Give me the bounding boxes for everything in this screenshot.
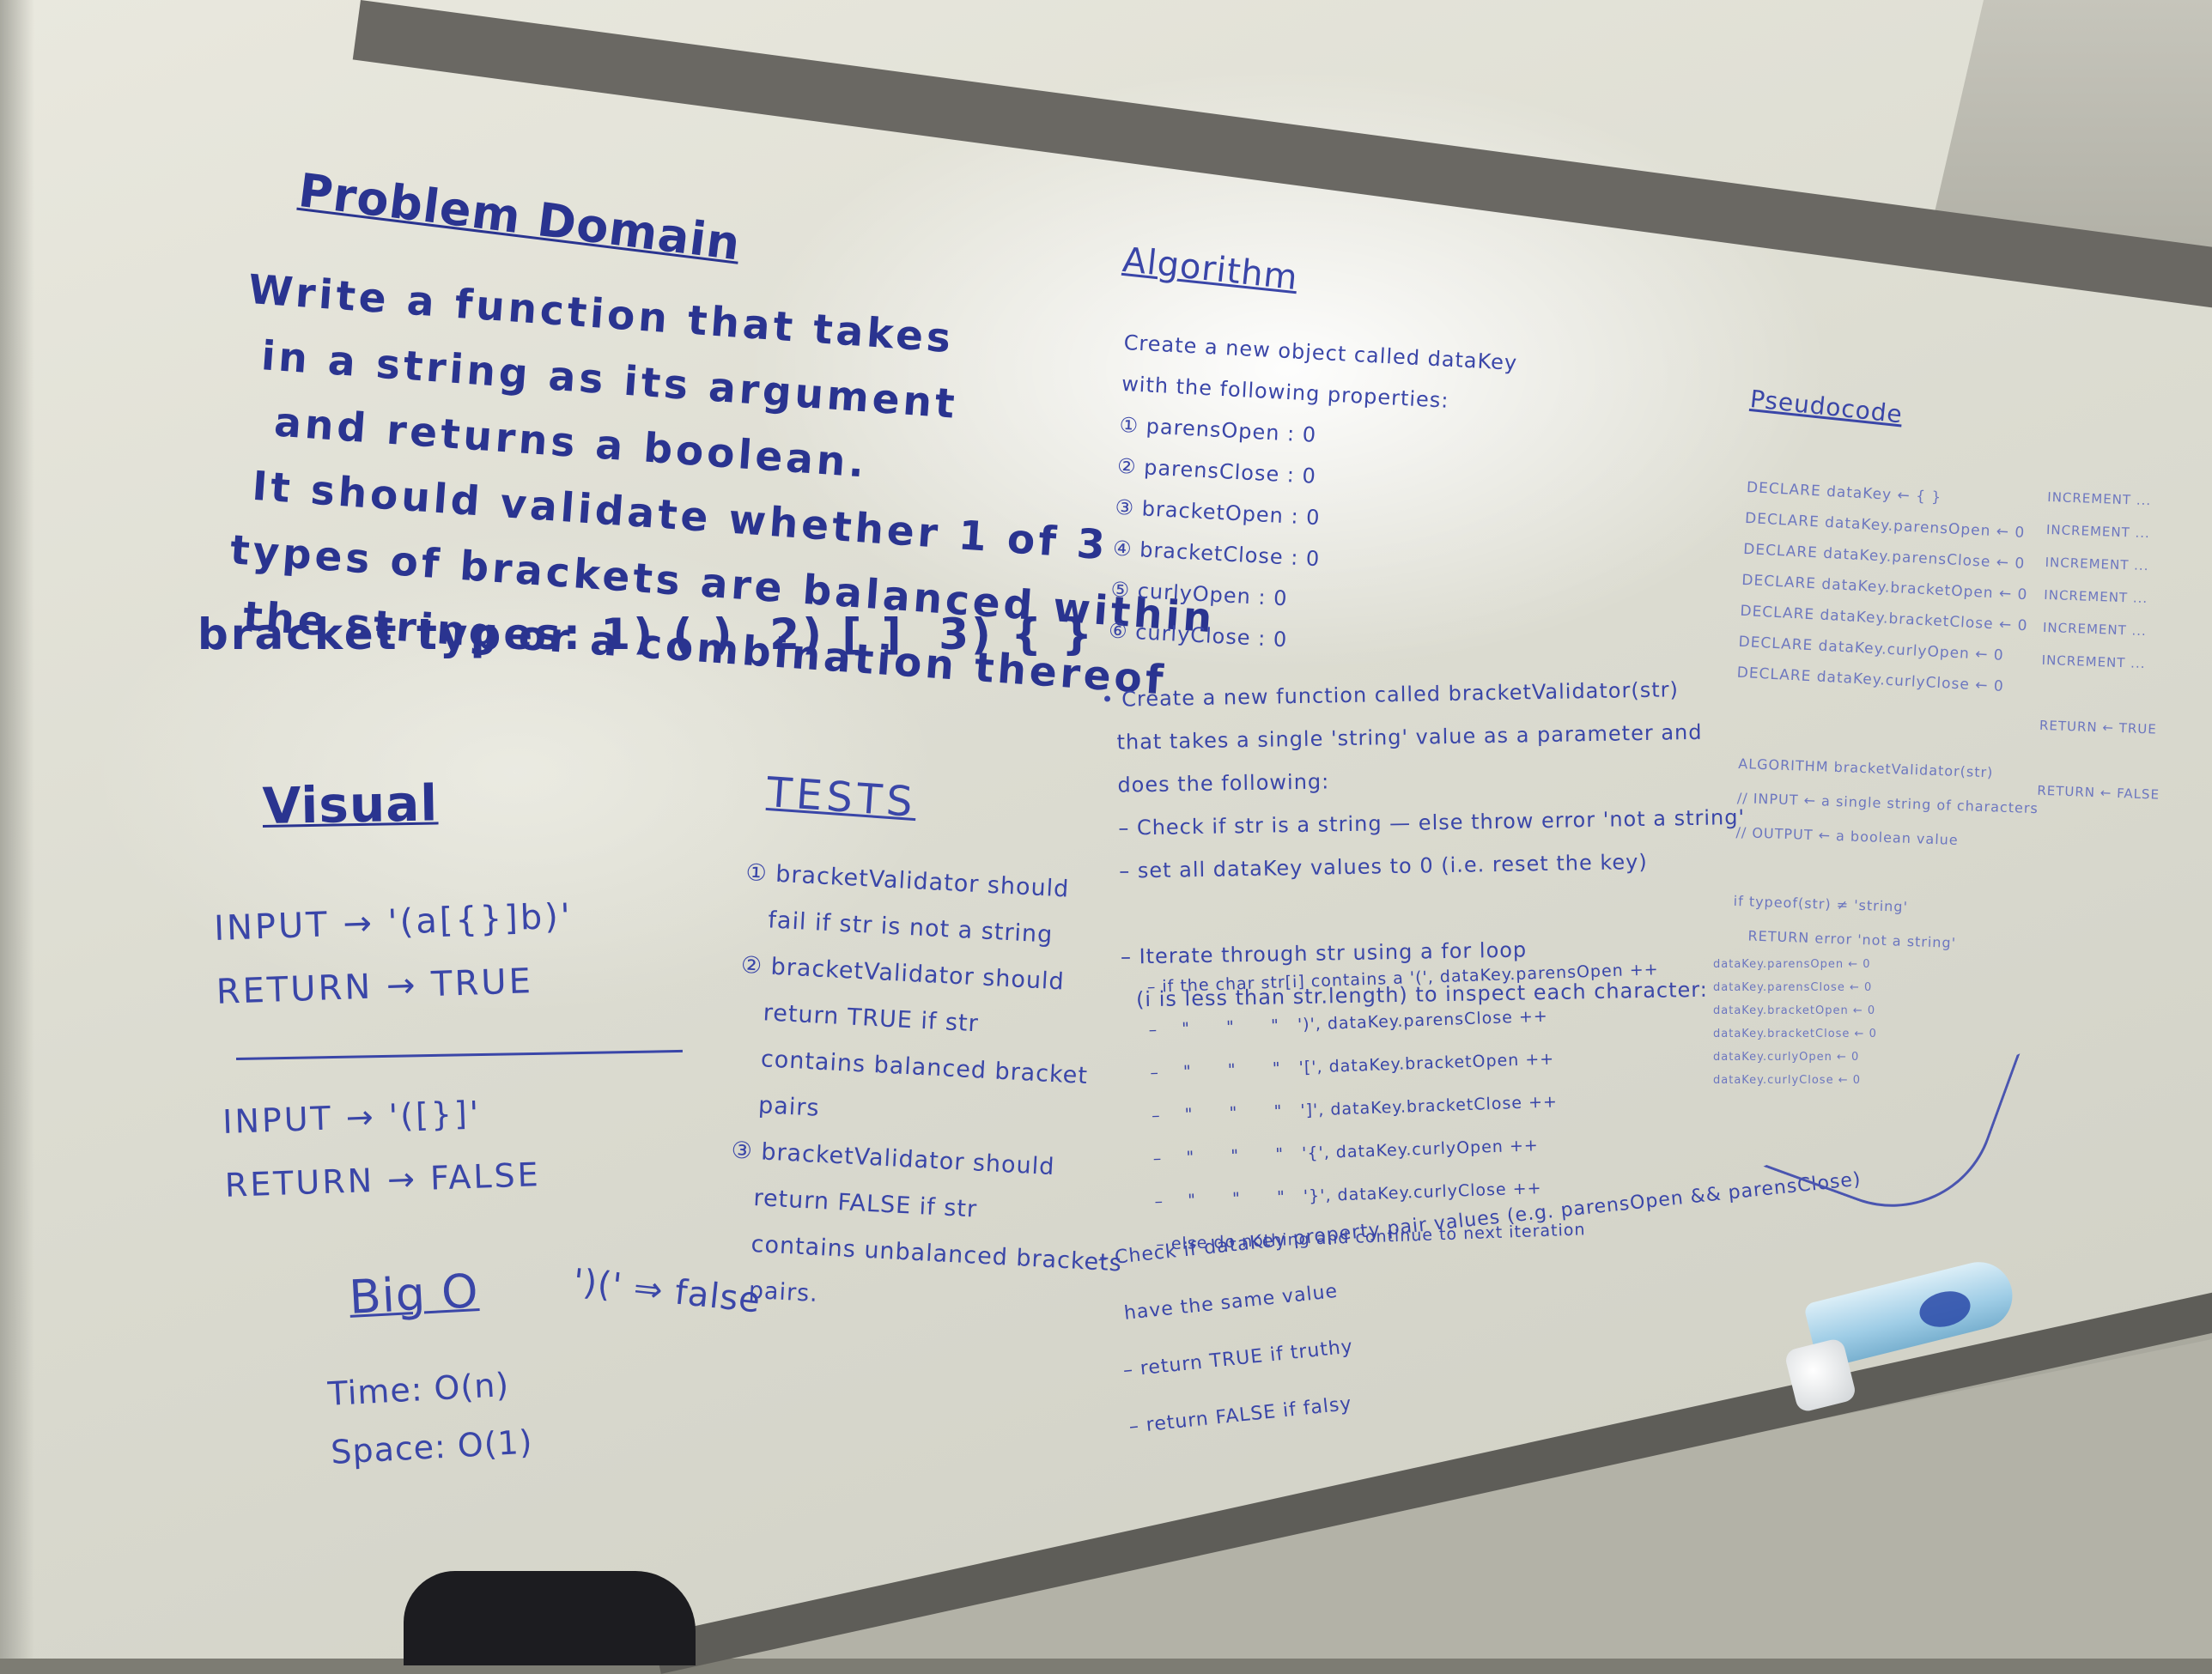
big-o-complexity: Time: O(n) Space: O(1) (326, 1365, 534, 1471)
pseudocode-algorithm: ALGORITHM bracketValidator(str) // INPUT… (1732, 755, 2039, 951)
wall-upper-right (1932, 0, 2212, 258)
bracket-types-line: bracket types: 1) ( ) 2) [ ] 3) { } (198, 610, 1095, 659)
visual-example-false: INPUT → '([}]' RETURN → FALSE (222, 1094, 542, 1204)
tests-list: ① bracketValidator should fail if str is… (723, 858, 1123, 1308)
pseudocode-far-right: INCREMENT ... INCREMENT ... INCREMENT ..… (2037, 488, 2160, 803)
pseudocode-resets: dataKey.parensOpen ← 0 dataKey.parensClo… (1713, 958, 1877, 1087)
eraser (404, 1571, 696, 1665)
visual-title: Visual (262, 773, 439, 835)
pseudocode-declares: DECLARE dataKey ← { } DECLARE dataKey.pa… (1736, 478, 2028, 695)
board-left-edge (0, 0, 34, 1659)
visual-example-true: INPUT → '(a[{}]b)' RETURN → TRUE (213, 896, 574, 1012)
big-o-title: Big O (348, 1264, 481, 1325)
algorithm-create-object: Create a new object called dataKey with … (1108, 330, 1518, 652)
